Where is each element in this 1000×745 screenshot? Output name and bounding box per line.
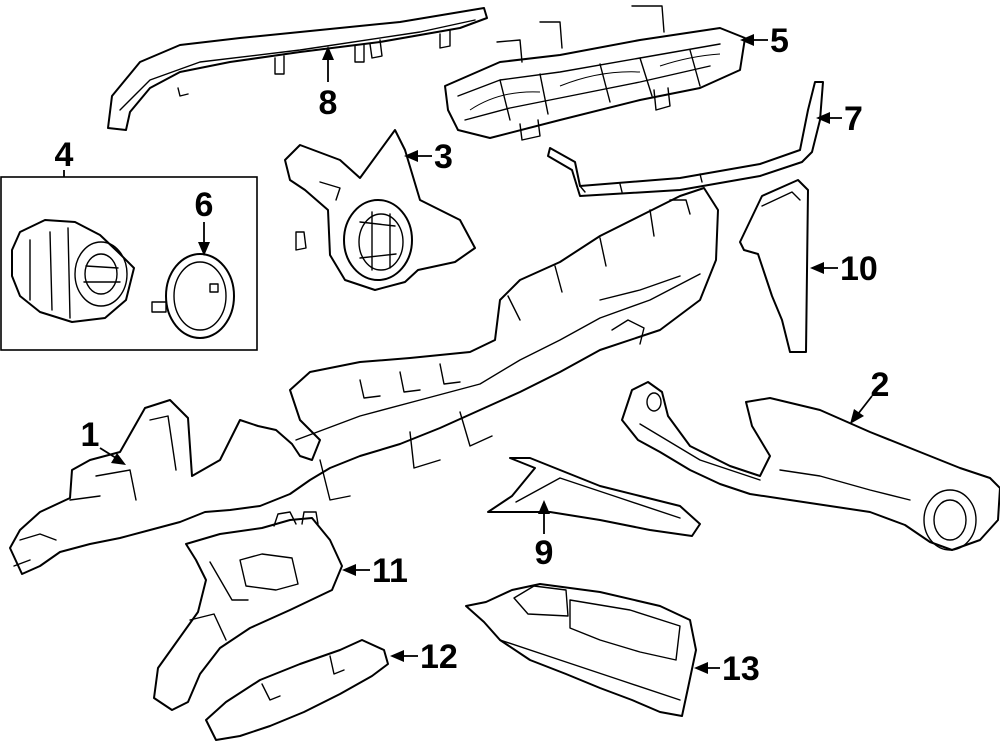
part-3-column-cover [284,129,476,291]
part-4-group-box [0,176,258,351]
callout-10: 10 [840,250,878,288]
callout-11: 11 [372,552,408,590]
part-13-glove-box-bin [465,583,697,717]
callout-4: 4 [55,136,74,174]
callout-1: 1 [81,416,100,454]
callout-3: 3 [434,138,453,176]
part-12-glove-box-door [205,639,389,741]
part-6-vent-ring [151,253,235,339]
callout-8: 8 [319,84,338,122]
callout-2: 2 [871,366,890,404]
callout-7: 7 [844,100,863,138]
callout-6: 6 [195,186,214,224]
part-7-vent-trim-bar [547,81,824,197]
callout-5: 5 [770,22,789,60]
callout-12: 12 [420,638,458,676]
part-1-instrument-panel [9,187,719,575]
callout-9: 9 [535,534,554,572]
part-5-center-vent [444,5,746,141]
part-10-end-panel [739,179,809,353]
part-9-trim-strip [487,457,701,537]
callout-13: 13 [722,650,760,688]
part-4-side-vent [11,219,135,323]
leader-lines [63,34,873,674]
part-2-right-trim [621,381,1000,551]
part-11-glove-box-frame [153,511,343,711]
part-8-upper-trim [107,7,488,131]
